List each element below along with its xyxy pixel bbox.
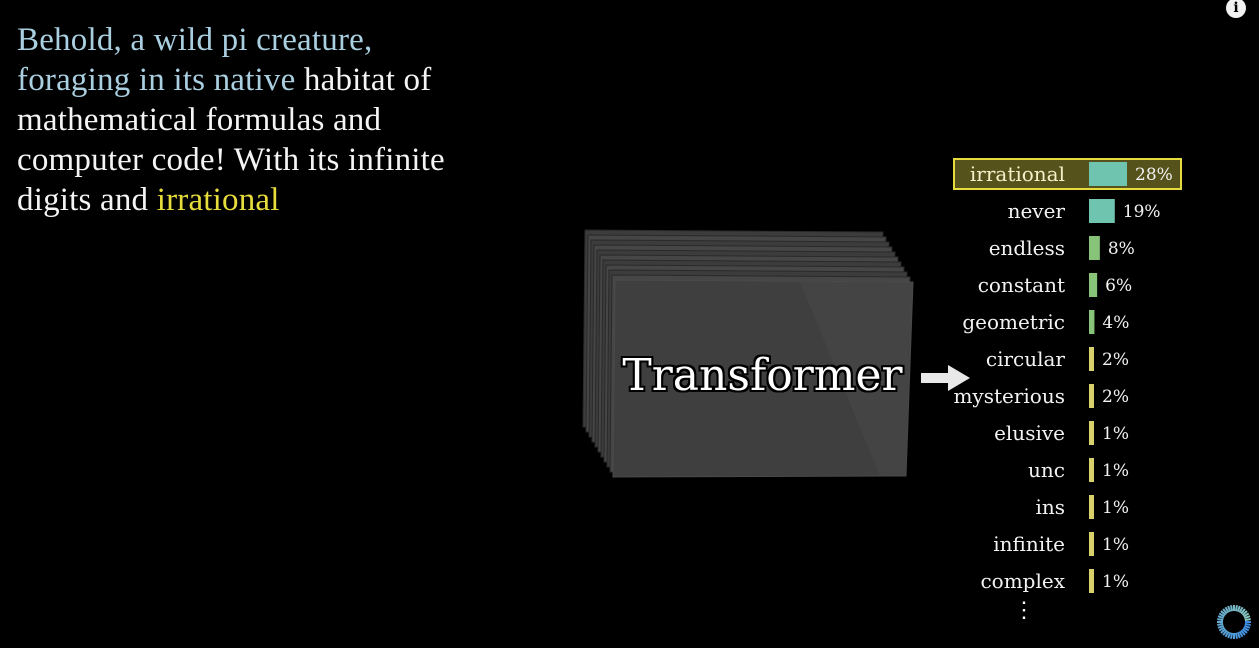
spinner-tick [1217, 618, 1224, 622]
value-label: 2% [1102, 387, 1129, 407]
value-label: 1% [1102, 572, 1129, 592]
bar [1089, 199, 1115, 223]
spinner-tick [1238, 606, 1244, 613]
category-label: mysterious [953, 384, 1065, 408]
value-label: 1% [1102, 498, 1129, 518]
spinner-tick [1224, 606, 1230, 613]
spinner-tick [1227, 605, 1232, 613]
bar [1089, 384, 1094, 408]
value-label: 4% [1102, 313, 1129, 333]
category-label: never [1008, 199, 1066, 223]
transformer-block-stack [582, 229, 914, 478]
value-label: 1% [1102, 535, 1129, 555]
category-label: endless [989, 236, 1065, 260]
category-label: constant [978, 273, 1065, 297]
spinner-tick [1224, 631, 1230, 638]
spinner-tick [1230, 632, 1234, 639]
value-label: 6% [1105, 276, 1132, 296]
more-options-ellipsis: ⋮ [1013, 598, 1035, 623]
prompt-highlight-word: irrational [156, 182, 280, 218]
bar [1089, 421, 1094, 445]
value-label: 19% [1123, 202, 1161, 222]
spinner-tick [1227, 631, 1232, 639]
category-label: infinite [993, 532, 1065, 556]
transformer-face-sheen [800, 282, 913, 476]
spinner-tick [1243, 612, 1250, 618]
spinner-tick [1220, 610, 1227, 616]
spinner-tick [1236, 605, 1241, 613]
spinner-tick [1243, 615, 1251, 620]
bar [1089, 458, 1094, 482]
spinner-tick [1230, 605, 1234, 612]
prompt-text: Behold, a wild pi creature, foraging in … [17, 20, 537, 220]
spinner-tick [1236, 631, 1241, 639]
spinner-tick [1218, 612, 1225, 618]
spinner-tick [1240, 629, 1246, 636]
value-label: 8% [1108, 239, 1135, 259]
value-label: 1% [1102, 424, 1129, 444]
bar [1089, 273, 1098, 297]
value-label: 1% [1102, 461, 1129, 481]
spinner-tick [1238, 631, 1244, 638]
spinner-tick [1217, 615, 1225, 620]
bar [1089, 569, 1094, 593]
bar [1089, 310, 1095, 334]
spinner-tick [1243, 626, 1250, 632]
spinner-tick [1234, 605, 1238, 612]
spinner-tick [1220, 628, 1227, 634]
spinner-tick [1222, 608, 1228, 615]
category-label: circular [986, 347, 1066, 371]
prompt-segment: mathematical formulas and [17, 102, 382, 138]
prompt-segment: computer code! With its infinite [17, 142, 445, 178]
transformer-label: Transformer [622, 350, 903, 401]
spinner-tick [1244, 618, 1251, 622]
value-label: 28% [1135, 165, 1173, 185]
bar [1089, 532, 1094, 556]
category-label: irrational [970, 162, 1065, 186]
spinner-tick [1240, 608, 1246, 615]
spinner-tick [1218, 626, 1225, 632]
category-label: complex [980, 569, 1065, 593]
category-label: ins [1035, 495, 1065, 519]
prompt-segment: digits and [17, 182, 149, 218]
bar [1089, 495, 1094, 519]
spinner-tick [1217, 622, 1224, 626]
next-word-probability-chart: irrational 28% never 19% endless 8% constant 6%… [953, 158, 1182, 593]
info-icon[interactable]: i [1226, 0, 1246, 18]
bar [1089, 162, 1127, 186]
highlight-box [953, 158, 1182, 190]
spinner-tick [1234, 632, 1238, 639]
spinner-tick [1217, 624, 1225, 629]
arrow-right-icon [921, 365, 970, 391]
spinner-tick [1243, 624, 1251, 629]
loading-spinner-icon [1217, 605, 1251, 639]
spinner-tick [1244, 622, 1251, 626]
category-label: elusive [994, 421, 1065, 445]
prompt-segment: habitat of [303, 62, 432, 98]
spinner-tick [1222, 629, 1228, 636]
category-label: geometric [962, 310, 1065, 334]
bar [1089, 347, 1094, 371]
spinner-tick [1241, 610, 1248, 616]
prompt-segment: foraging in its native [17, 62, 296, 98]
spinner-tick [1241, 628, 1248, 634]
category-label: unc [1028, 458, 1065, 482]
value-label: 2% [1102, 350, 1129, 370]
bar [1089, 236, 1100, 260]
prompt-segment: Behold, a wild pi creature, [17, 22, 373, 58]
